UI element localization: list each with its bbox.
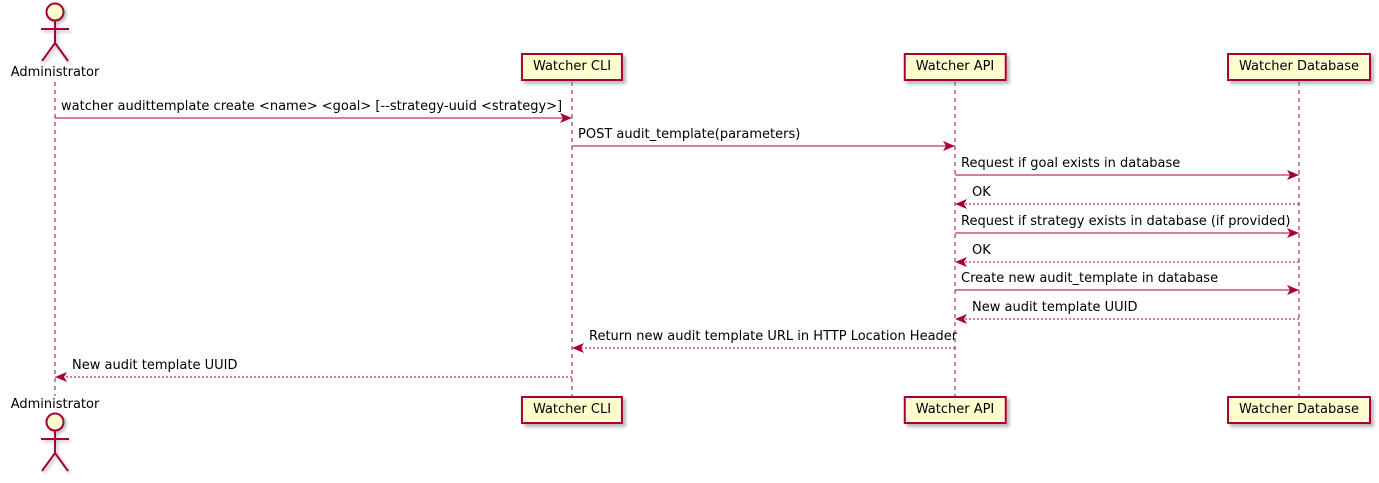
message-label-7: Create new audit_template in database (961, 271, 1219, 286)
message-label-8: New audit template UUID (972, 300, 1138, 315)
participant-box-watcher-api-bottom: Watcher API (903, 396, 1007, 424)
actor-left-leg (41, 452, 56, 472)
actor-head (45, 2, 65, 22)
message-label-10: New audit template UUID (72, 358, 238, 373)
actor-left-leg (41, 42, 56, 62)
message-label-6: OK (972, 243, 991, 258)
message-label-4: OK (972, 185, 991, 200)
message-arrowhead-10 (55, 372, 67, 382)
message-arrowhead-3 (1287, 170, 1299, 180)
message-label-5: Request if strategy exists in database (… (961, 214, 1291, 229)
message-label-2: POST audit_template(parameters) (578, 127, 801, 142)
message-arrowhead-4 (955, 199, 967, 209)
message-arrowhead-5 (1287, 228, 1299, 238)
actor-icon-administrator-bottom (41, 412, 69, 472)
actor-right-leg (54, 452, 69, 472)
message-arrowhead-7 (1287, 285, 1299, 295)
participant-box-watcher-cli-bottom: Watcher CLI (520, 396, 624, 424)
message-label-9: Return new audit template URL in HTTP Lo… (589, 329, 958, 344)
participant-box-watcher-api-top: Watcher API (903, 53, 1007, 81)
message-arrowhead-6 (955, 257, 967, 267)
actor-right-leg (54, 42, 69, 62)
message-arrowhead-9 (572, 343, 584, 353)
message-label-3: Request if goal exists in database (961, 156, 1181, 171)
message-arrowhead-1 (560, 113, 572, 123)
actor-label-administrator-bottom: Administrator (10, 397, 100, 412)
participant-box-watcher-cli-top: Watcher CLI (520, 53, 624, 81)
actor-head (45, 412, 65, 432)
actor-label-administrator-top: Administrator (10, 65, 100, 80)
participant-box-watcher-database-top: Watcher Database (1227, 53, 1371, 81)
message-arrowhead-8 (955, 314, 967, 324)
message-label-1: watcher audittemplate create <name> <goa… (61, 99, 563, 114)
message-arrowhead-2 (943, 141, 955, 151)
participant-box-watcher-database-bottom: Watcher Database (1227, 396, 1371, 424)
actor-icon-administrator-top (41, 2, 69, 62)
